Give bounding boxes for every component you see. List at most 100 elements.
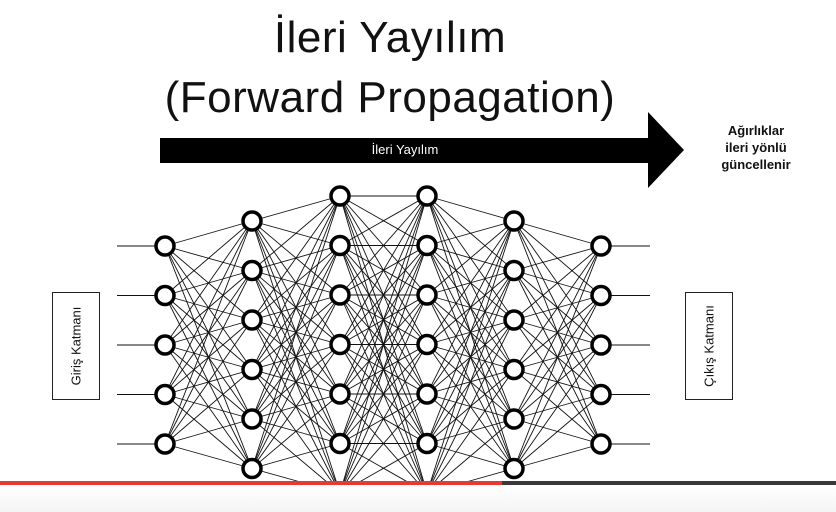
input-layer-box: Giriş Katmanı <box>52 292 100 400</box>
edge-1-5-5 <box>251 443 341 469</box>
node-layer5-3 <box>590 383 612 406</box>
edge-1-0-0 <box>251 195 341 222</box>
edge-3-6-4 <box>426 418 515 494</box>
edge-0-2-0 <box>164 220 253 346</box>
edge-3-4-0 <box>426 220 515 395</box>
edge-3-2-0 <box>426 220 515 296</box>
output-layer-label: Çıkış Katmanı <box>701 305 717 387</box>
input-layer-label: Giriş Katmanı <box>68 306 84 386</box>
edge-4-5-3 <box>513 394 602 469</box>
player-controls-area <box>0 485 836 512</box>
edge-3-3-0 <box>426 220 515 345</box>
node-layer1-0 <box>241 210 263 232</box>
node-layer5-0 <box>590 235 612 257</box>
node-layer2-2 <box>329 284 351 306</box>
edge-4-3-0 <box>513 245 602 370</box>
edge-4-5-0 <box>513 245 602 469</box>
node-layer3-3 <box>416 333 438 356</box>
edge-1-1-0 <box>251 195 341 271</box>
edge-3-6-2 <box>426 319 515 494</box>
node-layer2-5 <box>329 432 351 455</box>
network-edges <box>164 195 602 494</box>
edge-1-5-4 <box>251 393 341 469</box>
node-layer0-1 <box>154 284 176 307</box>
node-layer2-4 <box>329 383 351 405</box>
edge-4-2-0 <box>513 245 602 321</box>
edge-1-5-1 <box>251 245 341 469</box>
node-layer0-2 <box>154 334 176 356</box>
edge-4-5-4 <box>513 443 602 469</box>
edge-1-3-0 <box>251 195 341 370</box>
edge-2-5-0 <box>339 195 428 444</box>
edge-2-6-4 <box>339 393 428 494</box>
edge-0-4-1 <box>164 270 253 445</box>
edge-2-2-0 <box>339 195 428 296</box>
edge-3-6-0 <box>426 220 515 494</box>
node-layer4-3 <box>503 358 525 381</box>
node-layer3-0 <box>416 185 438 207</box>
node-layer3-4 <box>416 383 438 405</box>
arrow-label: İleri Yayılım <box>371 142 439 157</box>
edge-0-1-0 <box>164 220 253 296</box>
node-layer2-1 <box>329 234 351 257</box>
edge-0-4-4 <box>164 418 253 445</box>
node-layer1-5 <box>241 457 263 480</box>
node-layer5-2 <box>590 334 612 356</box>
edge-2-6-1 <box>339 245 428 494</box>
edge-1-5-3 <box>251 344 341 469</box>
video-progress-bar[interactable] <box>0 481 836 485</box>
note-line-3: güncellenir <box>721 157 791 172</box>
edge-0-3-0 <box>164 220 253 395</box>
edge-4-0-0 <box>513 220 602 247</box>
node-layer0-4 <box>154 433 176 455</box>
edge-1-4-0 <box>251 195 341 420</box>
diagram-title: İleri Yayılım <box>273 13 507 62</box>
node-layer3-1 <box>416 234 438 257</box>
edge-0-4-0 <box>164 220 253 445</box>
node-layer4-4 <box>503 408 525 430</box>
node-layer2-0 <box>329 185 351 207</box>
edge-4-5-1 <box>513 295 602 469</box>
edge-2-6-3 <box>339 344 428 494</box>
edge-3-1-0 <box>426 220 515 246</box>
forward-arrow <box>160 112 684 188</box>
edge-0-0-0 <box>164 220 253 247</box>
edge-2-1-0 <box>339 195 428 246</box>
node-layer5-1 <box>590 284 612 307</box>
edge-0-4-5 <box>164 443 253 469</box>
edge-3-5-0 <box>426 220 515 444</box>
node-layer4-2 <box>503 309 525 331</box>
edge-0-4-2 <box>164 319 253 445</box>
edge-2-6-0 <box>339 195 428 494</box>
note-line-1: Ağırlıklar <box>727 123 785 138</box>
edge-2-3-0 <box>339 195 428 345</box>
node-layer3-2 <box>416 284 438 306</box>
edge-1-5-2 <box>251 294 341 469</box>
edge-4-1-0 <box>513 245 602 271</box>
output-layer-box: Çıkış Katmanı <box>685 292 733 400</box>
node-layer4-5 <box>503 457 525 480</box>
edge-2-4-0 <box>339 195 428 395</box>
weights-note: Ağırlıklar ileri yönlü güncellenir <box>686 122 826 173</box>
node-layer1-3 <box>241 358 263 381</box>
node-layer4-0 <box>503 210 525 232</box>
node-layer5-4 <box>590 433 612 455</box>
edge-3-0-0 <box>426 195 515 222</box>
node-layer4-1 <box>503 259 525 282</box>
note-line-2: ileri yönlü <box>725 140 787 155</box>
node-layer0-3 <box>154 383 176 406</box>
node-layer1-4 <box>241 408 263 430</box>
edge-3-6-3 <box>426 369 515 494</box>
edge-3-6-1 <box>426 270 515 494</box>
node-layer3-5 <box>416 432 438 455</box>
node-layer1-1 <box>241 259 263 282</box>
node-layer2-3 <box>329 333 351 356</box>
diagram-subtitle: (Forward Propagation) <box>164 73 616 122</box>
edge-4-5-2 <box>513 344 602 469</box>
edge-4-4-0 <box>513 245 602 420</box>
edge-1-5-0 <box>251 195 341 469</box>
node-layer1-2 <box>241 309 263 331</box>
node-layer0-0 <box>154 235 176 257</box>
edge-0-4-3 <box>164 369 253 445</box>
